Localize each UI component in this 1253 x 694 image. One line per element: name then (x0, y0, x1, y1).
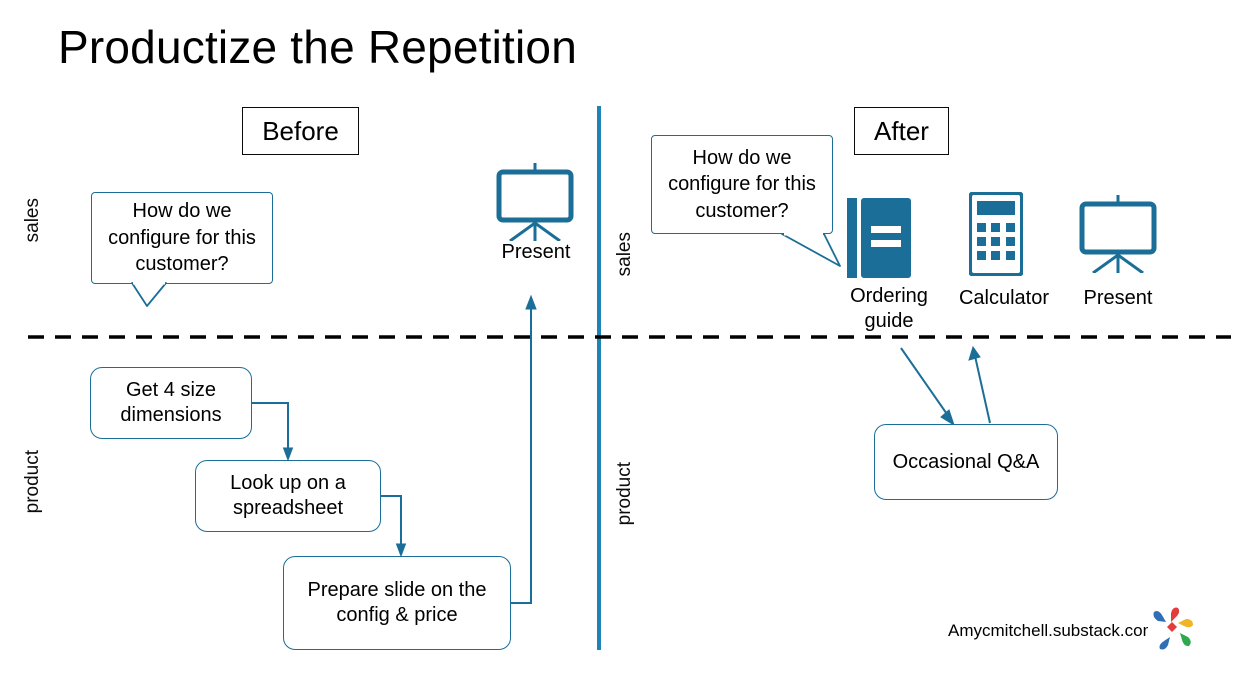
connector-qa-calculator (974, 355, 991, 424)
callout-after-tail (781, 232, 841, 267)
calculator-icon (969, 192, 1023, 276)
arrowhead-qa-calculator (968, 345, 981, 361)
connector-orderingguide-qa (900, 347, 950, 418)
substack-logo-icon (1148, 605, 1196, 653)
connector-step1-step2 (252, 402, 289, 452)
caption-present-before: Present (501, 241, 571, 263)
arrowhead-step3-present (525, 294, 537, 310)
process-box-lookup-spreadsheet: Look up on a spreadsheet (195, 460, 381, 532)
connector-step2-step3 (381, 495, 402, 548)
process-box-occasional-qa: Occasional Q&A (874, 424, 1058, 500)
connector-step3-present (511, 305, 532, 604)
axis-label-sales-left: sales (22, 198, 43, 243)
present-screen-icon-before (496, 163, 574, 241)
caption-ordering-guide: Ordering guide (850, 285, 928, 332)
credit-text: Amycmitchell.substack.com (948, 621, 1157, 640)
ordering-guide-icon (847, 198, 911, 278)
caption-calculator: Calculator (958, 287, 1050, 309)
callout-after: How do we configure for this customer? (651, 135, 833, 234)
process-box-get-size: Get 4 size dimensions (90, 367, 252, 439)
arrowhead-orderingguide-qa (940, 409, 955, 427)
axis-label-sales-right: sales (614, 232, 635, 277)
arrowhead-step2-step3 (395, 543, 407, 558)
callout-before-tail (131, 282, 167, 307)
present-screen-icon-after (1079, 195, 1157, 273)
header-box-after: After (854, 107, 949, 155)
process-box-prepare-slide: Prepare slide on the config & price (283, 556, 511, 650)
caption-present-after: Present (1083, 287, 1153, 309)
axis-label-product-left: product (22, 450, 43, 514)
axis-label-product-right: product (614, 462, 635, 526)
callout-before: How do we configure for this customer? (91, 192, 273, 284)
header-box-before: Before (242, 107, 359, 155)
page-title: Productize the Repetition (58, 21, 577, 73)
arrowhead-step1-step2 (282, 447, 294, 462)
